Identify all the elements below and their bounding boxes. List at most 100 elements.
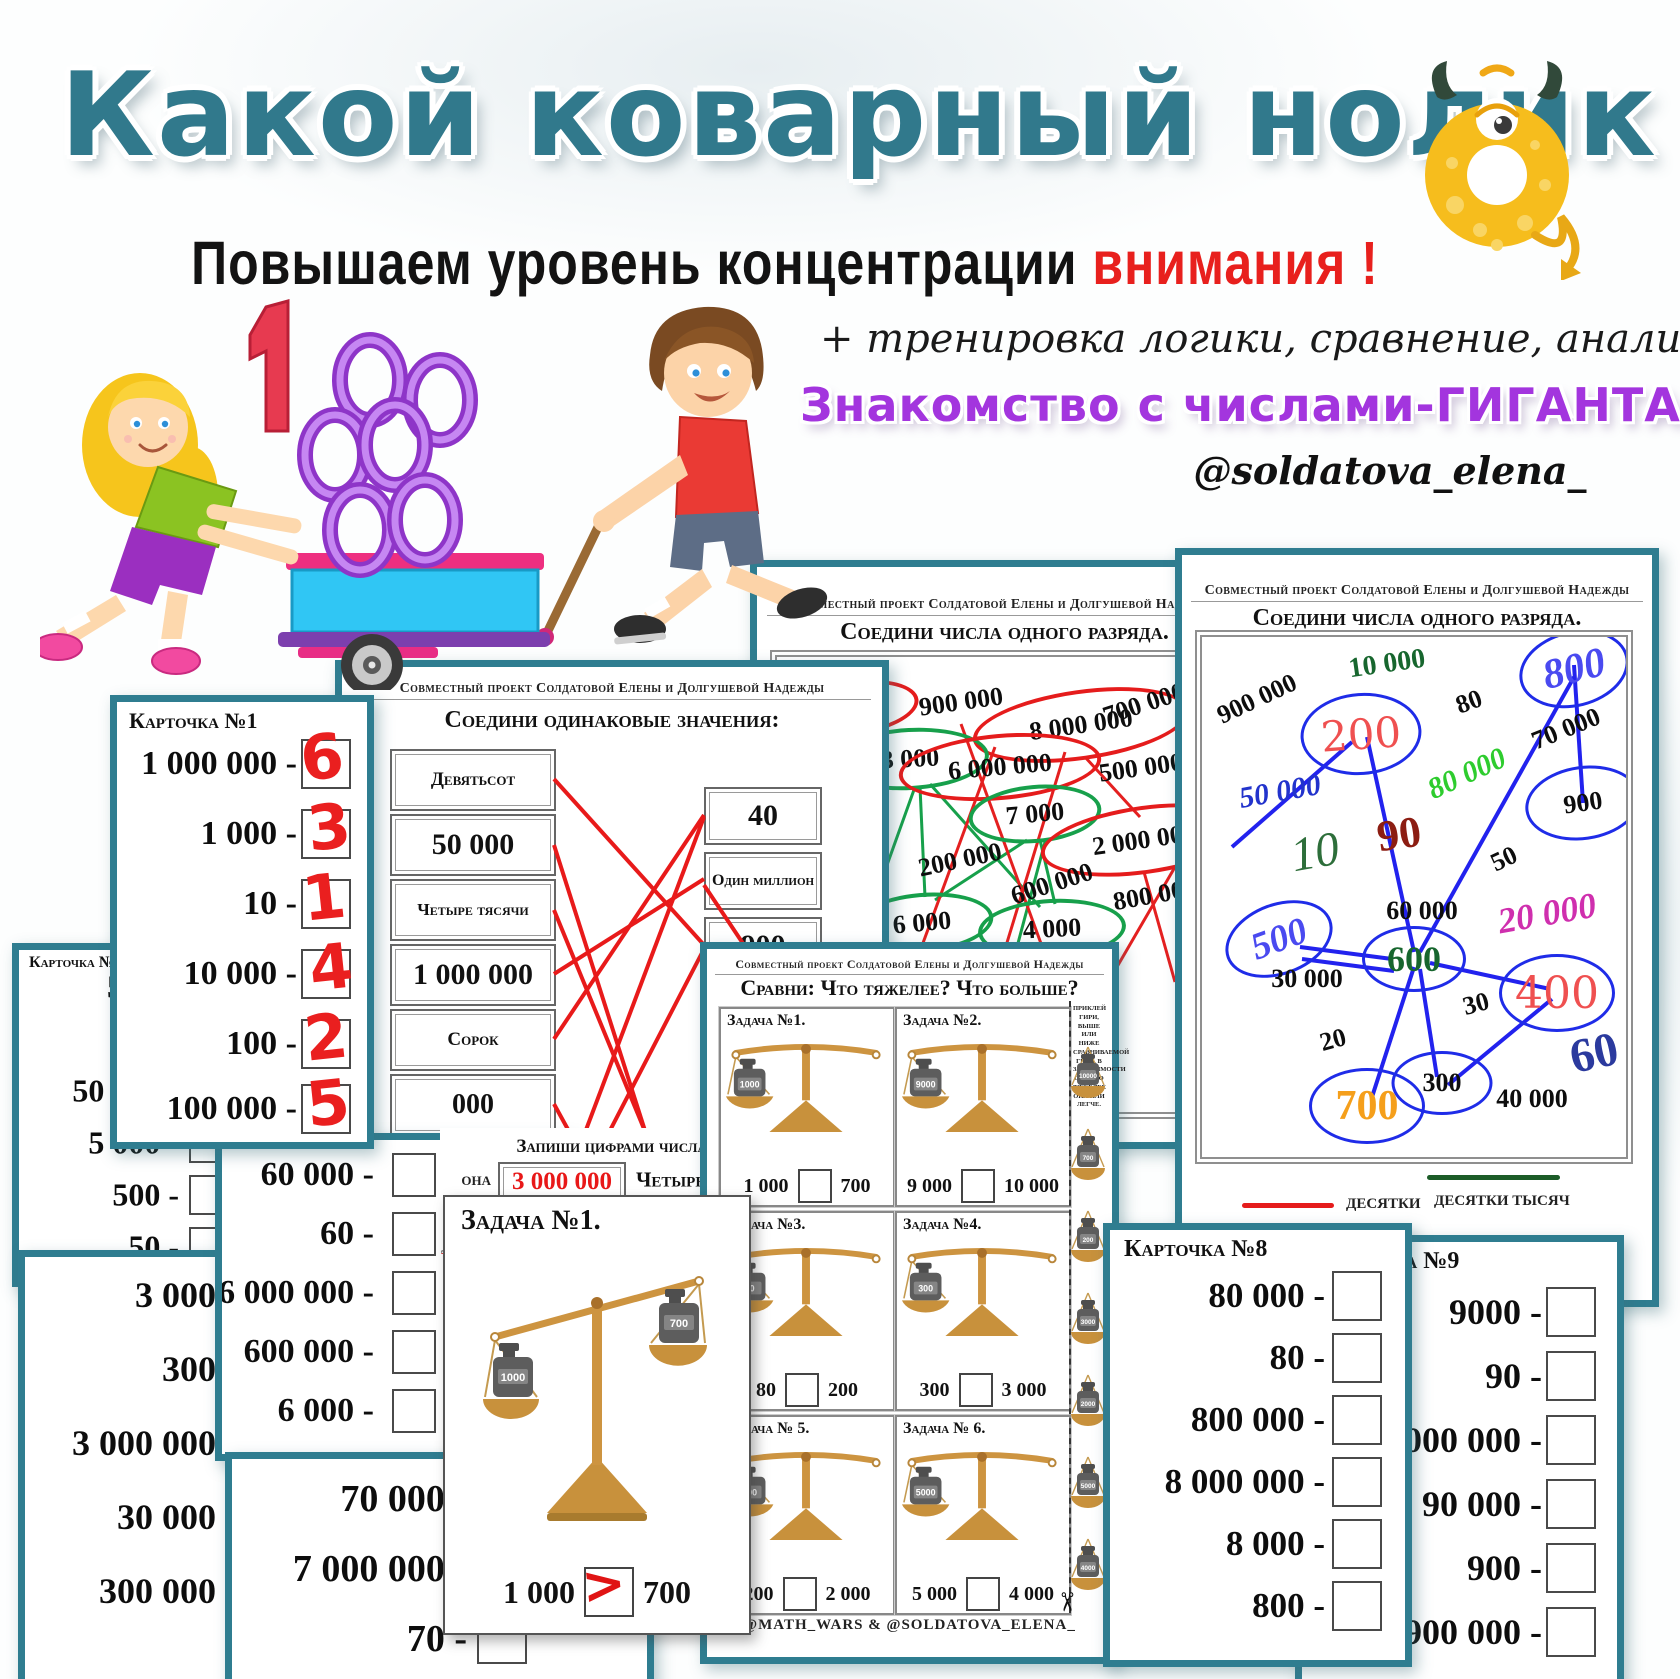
task-label: Задача № 6. bbox=[903, 1420, 986, 1437]
balloon-number bbox=[248, 299, 478, 578]
left-value: 5 000 bbox=[912, 1582, 957, 1605]
left-value: 9 000 bbox=[907, 1174, 952, 1197]
number: 200 000 bbox=[915, 836, 1005, 883]
project-caption: Совместный проект Солдатовой Елены и Дол… bbox=[1191, 583, 1643, 602]
value-box: Девятьсот bbox=[390, 749, 556, 811]
legend-label: ДЕСЯТКИ ТЫСЯЧ bbox=[1434, 1193, 1570, 1209]
answer-box bbox=[1546, 1479, 1596, 1529]
card-1: Карточка №1 1 000 000 - 1 000 - 10 - 10 … bbox=[110, 695, 374, 1149]
answer-box bbox=[1546, 1287, 1596, 1337]
row-label: 90 000 - bbox=[1422, 1484, 1542, 1524]
legend-line-red bbox=[1242, 1203, 1334, 1208]
balance-scale-large: 1000 700 bbox=[483, 1276, 707, 1521]
card-title: Карточка №8 bbox=[1124, 1236, 1268, 1262]
svg-text:700: 700 bbox=[1083, 1155, 1094, 1162]
left-value: 200 bbox=[743, 1582, 774, 1605]
weight-strip: 10000 700 200 3000 2000 5000 4000 bbox=[1069, 1039, 1107, 1613]
answer-box bbox=[1546, 1415, 1596, 1465]
task-label: Задача №4. bbox=[903, 1216, 982, 1233]
right-value: 2 000 bbox=[825, 1582, 871, 1605]
row-label: 9000 - bbox=[1449, 1292, 1542, 1332]
svg-text:3000: 3000 bbox=[1081, 1319, 1096, 1326]
answer-box bbox=[392, 1212, 436, 1256]
project-caption: Совместный проект Солдатовой Елены и Дол… bbox=[766, 597, 1243, 616]
card-6: 60 000 - 60 - 6 000 000 - 600 000 - 6 00… bbox=[215, 1133, 574, 1461]
row-label: 6 000 - bbox=[277, 1392, 374, 1429]
task-label: Задача №2. bbox=[903, 1012, 982, 1029]
row-label: 8 000 - bbox=[1225, 1524, 1325, 1563]
value-box: 40 bbox=[704, 787, 822, 845]
number-oval: 300 bbox=[1391, 1051, 1493, 1115]
monster-zero-icon bbox=[1425, 61, 1581, 280]
number: 40 000 bbox=[1496, 1084, 1568, 1113]
compare-box bbox=[797, 1169, 832, 1203]
number: 60 bbox=[1565, 1022, 1623, 1084]
balance-scale: 1000 bbox=[725, 1043, 881, 1132]
legend-line-green bbox=[1427, 1175, 1560, 1180]
number: 10 000 bbox=[1346, 642, 1428, 685]
worksheet-title: Соедини одинаковые значения: bbox=[444, 707, 780, 733]
written-answer: 3 000 000 bbox=[512, 1168, 612, 1195]
value-box: 1 000 000 bbox=[390, 944, 556, 1006]
strip-weights: 10000 700 200 3000 2000 5000 4000 bbox=[1071, 1046, 1105, 1590]
value-box: Один миллион bbox=[704, 852, 822, 910]
row-label: 300 000 - bbox=[99, 1571, 237, 1611]
balance-scale: 300 bbox=[901, 1247, 1057, 1336]
value-box: 50 000 bbox=[390, 814, 556, 876]
handwritten-digit: 1 bbox=[298, 858, 350, 936]
balloon-zero bbox=[387, 472, 463, 568]
svg-text:4000: 4000 bbox=[1081, 1565, 1096, 1572]
task-label: Задача №1. bbox=[461, 1205, 601, 1236]
answer-box bbox=[301, 879, 351, 929]
cut-line bbox=[1069, 1001, 1071, 1613]
answer-box bbox=[301, 1084, 351, 1134]
compare-box bbox=[966, 1577, 1000, 1611]
row-label: 7 000 000 - bbox=[292, 1548, 467, 1590]
number-oval: 600 bbox=[1362, 926, 1466, 992]
number: 60 000 bbox=[1386, 896, 1458, 925]
worksheet-title: Сравни: Что тяжелее? Что больше? bbox=[740, 975, 1079, 1000]
answer-box bbox=[301, 949, 351, 999]
answer-box bbox=[1332, 1271, 1382, 1321]
scissors-icon: ✂ bbox=[1051, 1591, 1081, 1613]
row-label: 600 000 - bbox=[243, 1333, 374, 1370]
number: 80 bbox=[1451, 683, 1487, 720]
svg-text:5000: 5000 bbox=[1081, 1483, 1096, 1490]
weight-value: 9000 bbox=[916, 1079, 936, 1089]
handwritten-digit: 3 bbox=[303, 788, 355, 866]
row-label: 3 000 000 - bbox=[72, 1423, 237, 1463]
answer-box bbox=[301, 1019, 351, 1069]
balance-scale: 5000 bbox=[901, 1451, 1057, 1540]
right-value: 700 bbox=[840, 1174, 871, 1197]
number: 10 bbox=[1286, 821, 1344, 883]
weight-value: 300 bbox=[918, 1283, 933, 1293]
task-cell: Задача № 6. 5000 5 000 4 000 bbox=[895, 1415, 1071, 1615]
card-task1: Задача №1. 1000 700 bbox=[443, 1195, 751, 1635]
number: 20 bbox=[1316, 1022, 1350, 1057]
weight-value: 1000 bbox=[740, 1079, 760, 1089]
worksheet-title: Соедини числа одного разряда. bbox=[1252, 605, 1582, 631]
answer-box bbox=[301, 809, 351, 859]
svg-text:10000: 10000 bbox=[1079, 1073, 1097, 1080]
connect-area: 900 000 10 000 80 800 200 70 000 900 80 … bbox=[1200, 635, 1628, 1159]
legend-label: ДЕСЯТКИ bbox=[1346, 1196, 1421, 1212]
compare-box: > bbox=[579, 1553, 634, 1617]
compare-box bbox=[961, 1169, 995, 1203]
value-box: Сорок bbox=[390, 1009, 556, 1071]
row-label: 900 - bbox=[1467, 1548, 1542, 1588]
row-label: 30 000 - bbox=[117, 1497, 237, 1537]
task-label: Задача №1. bbox=[727, 1012, 806, 1029]
project-caption: Совместный проект Солдатовой Елены и Дол… bbox=[352, 681, 872, 700]
right-value: 200 bbox=[828, 1378, 858, 1401]
row-label: 10 000 - bbox=[183, 955, 297, 992]
number: 30 bbox=[1459, 986, 1493, 1021]
answer-box bbox=[1332, 1457, 1382, 1507]
worksheet-connect-numbers-2: Совместный проект Солдатовой Елены и Дол… bbox=[1175, 548, 1659, 1307]
row-label: 1 000 - bbox=[200, 815, 297, 852]
worksheet-title: Соедини числа одного разряда. bbox=[840, 619, 1169, 645]
number-oval: 900 bbox=[1520, 758, 1626, 848]
right-value: 4 000 bbox=[1009, 1582, 1054, 1605]
